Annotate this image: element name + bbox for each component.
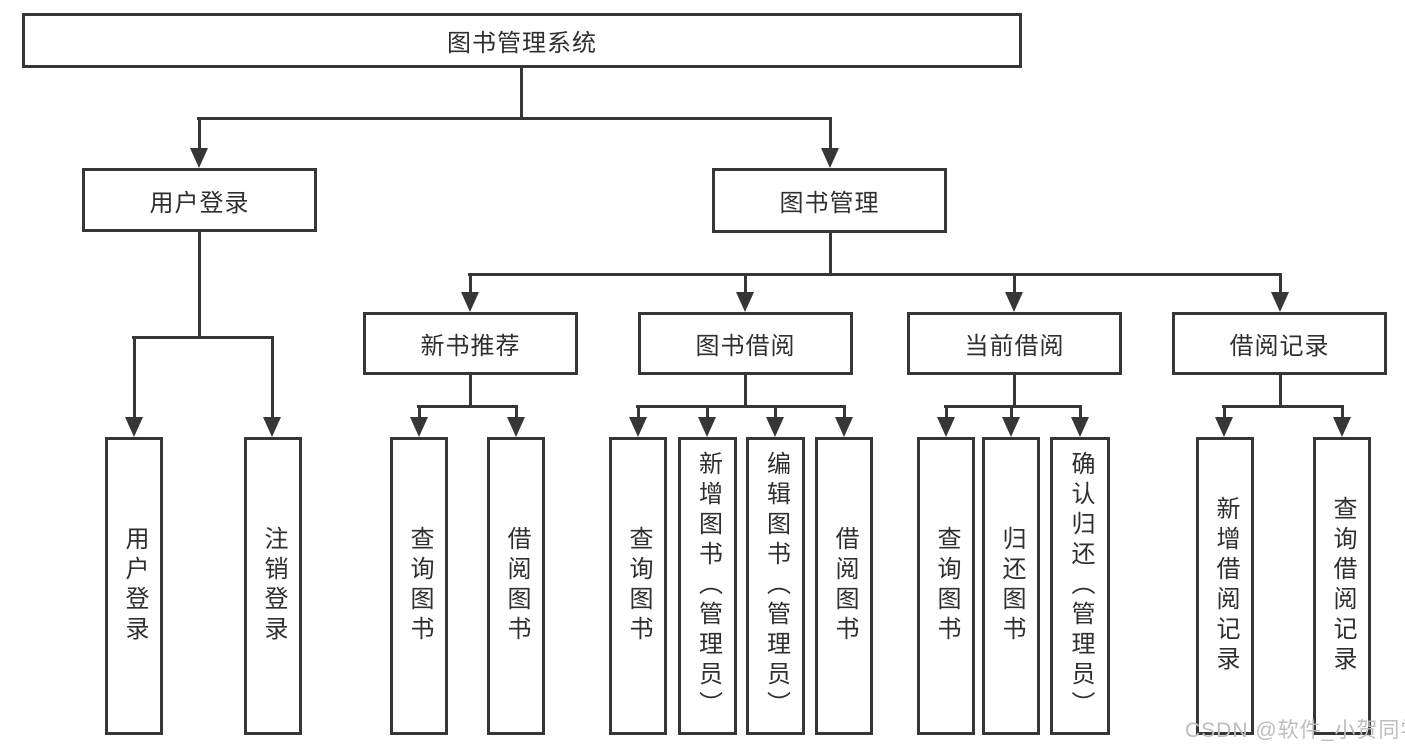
leaf-user-login-label: 用户登录 [121,526,148,646]
connector-line [132,336,274,339]
connector-line [1223,405,1226,420]
leaf-user-login: 用户登录 [105,437,163,735]
node-book-management-label: 图书管理 [779,190,880,217]
connector-line [636,405,846,408]
arrow-down-icon [1005,292,1023,312]
connector-line [945,405,948,420]
connector-line [271,336,274,420]
connector-line [1010,405,1013,420]
leaf-borrow-books-1: 借阅图书 [487,437,545,735]
leaf-return-books: 归还图书 [982,437,1040,735]
node-book-borrow: 图书借阅 [638,312,853,375]
csdn-watermark: CSDN @软件_小贺同学 [1185,719,1405,742]
leaf-query-books-1: 查询图书 [390,437,448,735]
leaf-query-books-1-label: 查询图书 [406,526,433,646]
connector-line [1079,405,1082,420]
connector-line [774,405,777,420]
leaf-add-books-admin: 新增图书（管理员） [678,437,737,735]
arrow-down-icon [937,417,955,437]
leaf-add-borrow-record: 新增借阅记录 [1196,437,1254,735]
leaf-borrow-books-1-label: 借阅图书 [503,526,530,646]
node-user-login: 用户登录 [82,168,317,232]
node-new-book-recommend-label: 新书推荐 [420,333,521,360]
leaf-borrow-books-2: 借阅图书 [815,437,873,735]
connector-line [829,233,832,275]
connector-line [1013,273,1016,295]
node-root-label: 图书管理系统 [447,30,597,57]
leaf-confirm-return-admin: 确认归还（管理员） [1050,437,1110,735]
connector-line [520,68,523,119]
connector-line [468,273,1282,276]
connector-line [744,273,747,295]
connector-line [829,117,832,151]
leaf-return-books-label: 归还图书 [998,526,1025,646]
arrow-down-icon [263,417,281,437]
connector-line [843,405,846,420]
leaf-edit-books-admin-label: 编辑图书（管理员） [762,451,790,721]
arrow-down-icon [507,417,525,437]
leaf-query-books-2-label: 查询图书 [625,526,652,646]
connector-line [469,273,472,295]
connector-line [706,405,709,420]
arrow-down-icon [125,417,143,437]
node-user-login-label: 用户登录 [149,189,250,217]
arrow-down-icon [1071,417,1089,437]
arrow-down-icon [410,417,428,437]
leaf-edit-books-admin: 编辑图书（管理员） [746,437,805,735]
leaf-logout-label: 注销登录 [260,526,287,646]
leaf-borrow-books-2-label: 借阅图书 [831,526,858,646]
arrow-down-icon [461,292,479,312]
leaf-query-borrow-record-label: 查询借阅记录 [1329,496,1356,676]
node-borrow-records-label: 借阅记录 [1229,333,1330,360]
node-borrow-records: 借阅记录 [1172,312,1387,375]
connector-line [1222,405,1344,408]
leaf-query-books-3: 查询图书 [917,437,975,735]
arrow-down-icon [821,148,839,168]
connector-line [197,117,832,120]
connector-line [637,405,640,420]
arrow-down-icon [190,148,208,168]
arrow-down-icon [698,417,716,437]
connector-line [469,375,472,407]
arrow-down-icon [1002,417,1020,437]
connector-line [1279,273,1282,295]
connector-line [944,405,1082,408]
arrow-down-icon [1333,417,1351,437]
connector-line [1341,405,1344,420]
connector-line [1279,375,1282,407]
arrow-down-icon [1271,292,1289,312]
connector-line [418,405,421,420]
node-book-borrow-label: 图书借阅 [695,333,796,360]
node-new-book-recommend: 新书推荐 [363,312,578,375]
connector-line [198,117,201,151]
connector-line [515,405,518,420]
connector-line [198,232,201,338]
leaf-confirm-return-admin-label: 确认归还（管理员） [1067,451,1094,721]
node-book-management: 图书管理 [712,168,947,233]
leaf-add-borrow-record-label: 新增借阅记录 [1212,496,1239,676]
connector-line [744,375,747,407]
leaf-logout: 注销登录 [244,437,302,735]
node-root: 图书管理系统 [22,13,1022,68]
arrow-down-icon [629,417,647,437]
connector-line [133,336,136,420]
leaf-query-books-3-label: 查询图书 [933,526,960,646]
connector-line [417,405,518,408]
node-current-borrow-label: 当前借阅 [964,333,1065,360]
node-current-borrow: 当前借阅 [907,312,1122,375]
leaf-query-books-2: 查询图书 [609,437,667,735]
arrow-down-icon [766,417,784,437]
connector-line [1013,375,1016,407]
arrow-down-icon [1215,417,1233,437]
leaf-add-books-admin-label: 新增图书（管理员） [694,451,722,721]
leaf-query-borrow-record: 查询借阅记录 [1313,437,1371,735]
arrow-down-icon [835,417,853,437]
arrow-down-icon [736,292,754,312]
